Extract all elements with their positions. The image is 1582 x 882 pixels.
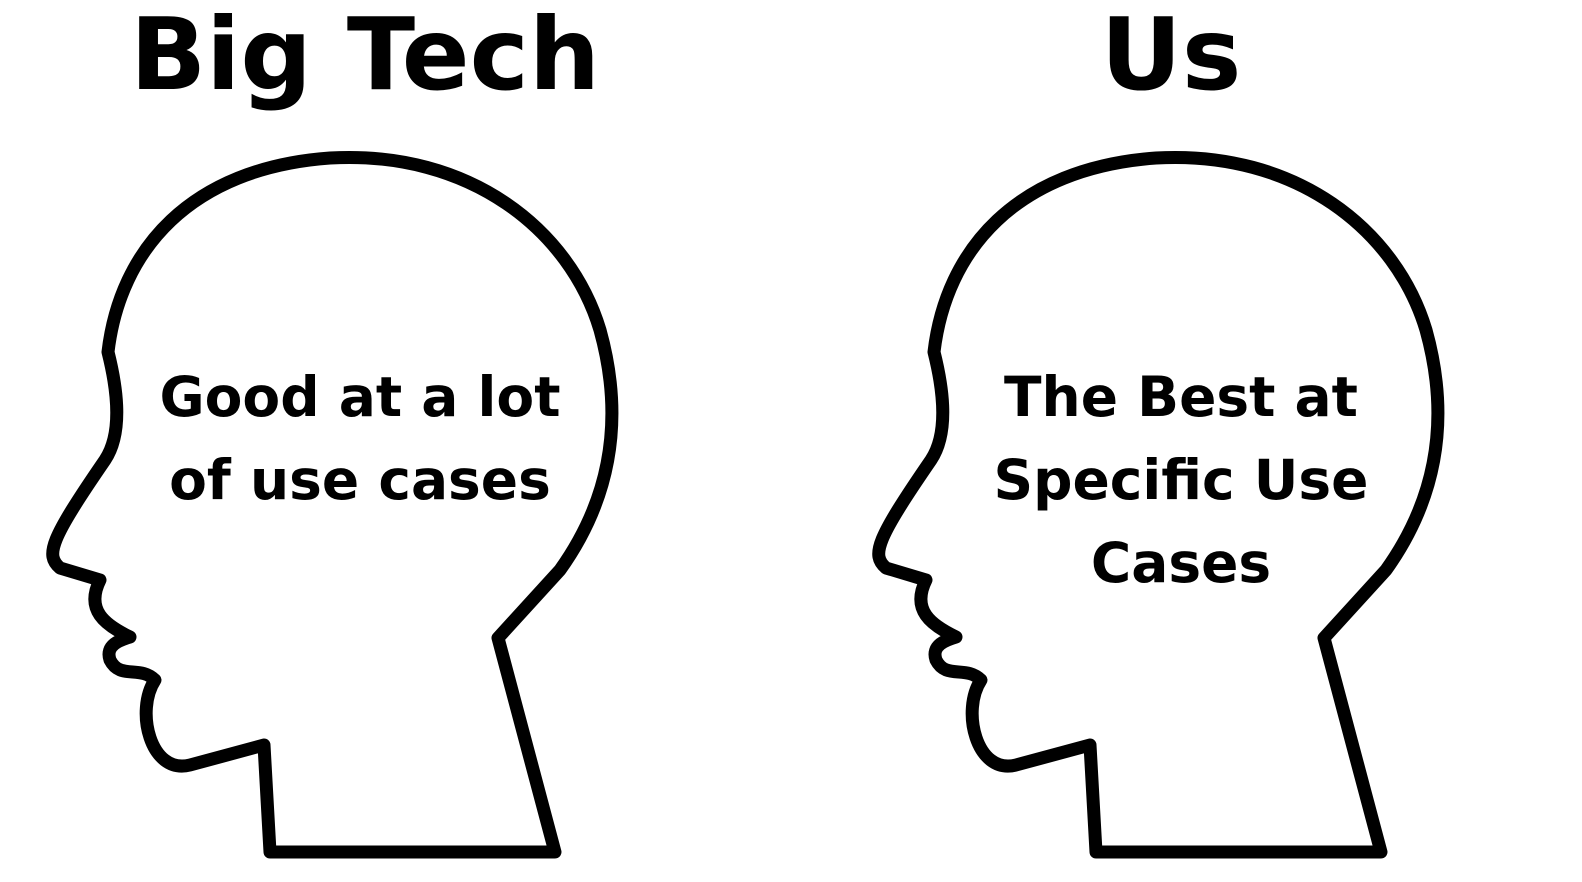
head-profile-icon xyxy=(46,150,619,859)
panel-us: Us The Best at Specific Use Cases xyxy=(791,0,1582,882)
panel-caption-big-tech: Good at a lot of use cases xyxy=(159,365,561,512)
panel-big-tech: Big Tech Good at a lot of use cases xyxy=(46,0,619,859)
panel-title-us: Us xyxy=(1100,0,1242,113)
head-profile-icon xyxy=(872,150,1445,859)
panel-title-big-tech: Big Tech xyxy=(129,0,601,113)
panel-caption-us: The Best at Specific Use Cases xyxy=(993,365,1369,595)
